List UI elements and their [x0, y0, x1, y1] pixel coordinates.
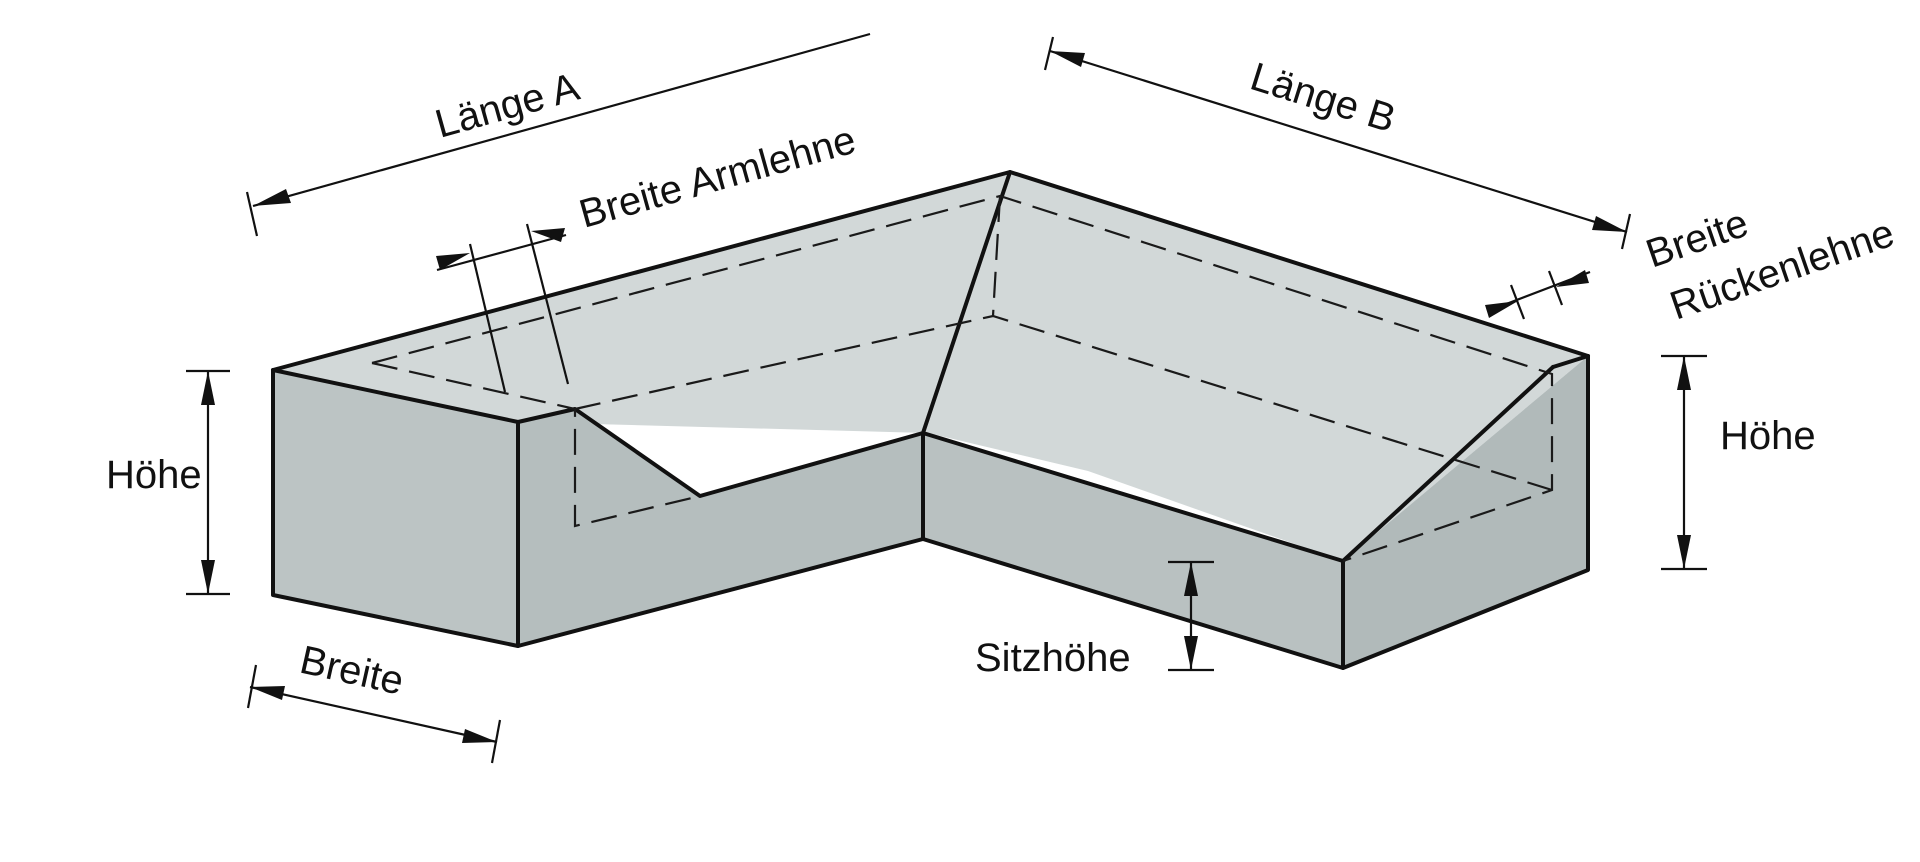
visible-edges [271, 170, 1590, 670]
left-long-side-face [518, 409, 923, 646]
cover-faces [273, 172, 1588, 668]
right-end-face [1343, 356, 1588, 668]
dim-laenge-a: Länge A [245, 32, 871, 237]
hidden-inner-back-outline [371, 194, 1554, 563]
edge-right-end-outline [1341, 354, 1590, 670]
label-hoehe-left: Höhe [106, 453, 202, 497]
hidden-corner-line [991, 195, 1002, 317]
edge-corner-diagonal [921, 170, 1012, 435]
edge-right-arm-slope [1341, 365, 1555, 563]
dim-breite: Breite [246, 638, 502, 764]
label-laenge-b: Länge B [1245, 55, 1400, 142]
label-hoehe-right: Höhe [1720, 414, 1816, 458]
label-breite-armlehne: Breite Armlehne [575, 118, 861, 237]
left-arm-front-face [273, 370, 518, 646]
edge-right-seat-top [921, 431, 1345, 563]
hidden-left-arm-inner [371, 361, 701, 528]
top-surface [273, 172, 1588, 561]
right-long-front-face [923, 433, 1343, 668]
edge-left-arm-top [516, 407, 925, 498]
hidden-edges [371, 194, 1554, 563]
dim-hoehe-left: Höhe [106, 369, 230, 596]
label-sitzhoehe: Sitzhöhe [975, 636, 1131, 680]
edge-right-bottom [921, 537, 1345, 670]
dim-breite-rueckenlehne: Breite Rückenlehne [1485, 201, 1900, 329]
edge-left-bottom [516, 537, 925, 648]
dim-sitzhoehe: Sitzhöhe [975, 560, 1214, 680]
edge-right-arm-top [1551, 354, 1590, 369]
dim-hoehe-right: Höhe [1661, 354, 1816, 571]
label-breite: Breite [296, 638, 408, 704]
